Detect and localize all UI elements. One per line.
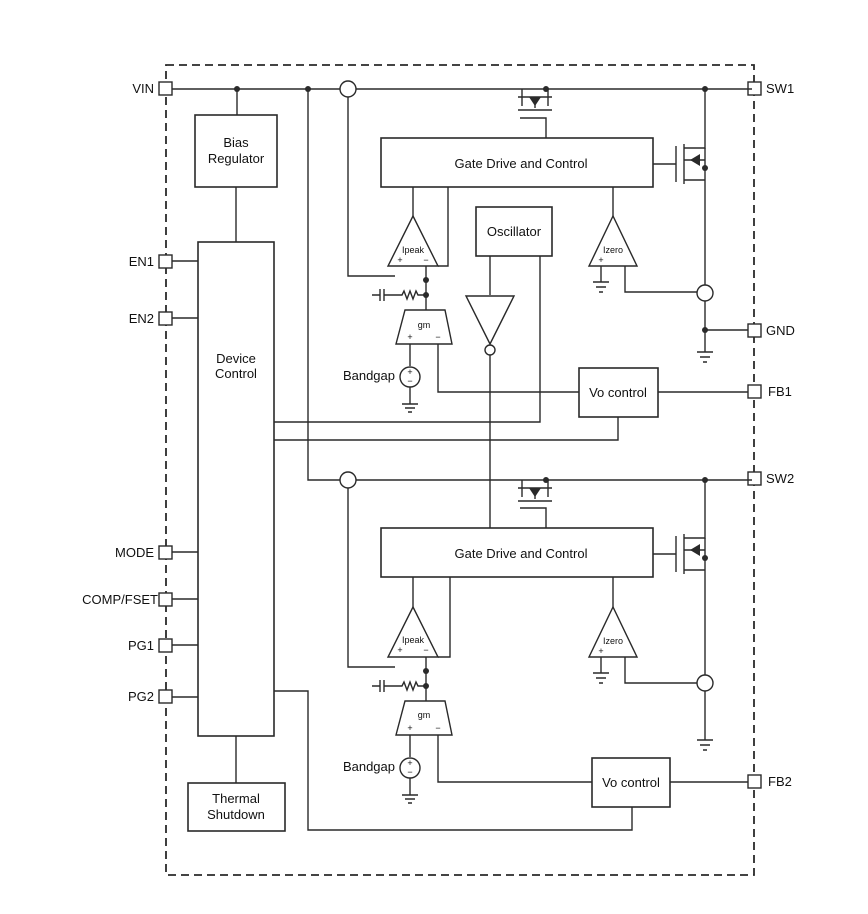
device-control-block: Device Control [197,241,275,737]
izero-label-1: Izero [603,245,623,255]
gate-drive-label-2: Gate Drive and Control [455,546,588,561]
channel-2: Gate Drive and Control Ipeak + − [274,471,748,831]
bandgap-label-2: Bandgap [343,759,395,774]
low-side-mosfet-2 [653,477,714,751]
pin-sw1-label: SW1 [766,81,794,96]
ipeak-plus-2: + [397,645,402,655]
pin-en1: EN1 [129,254,173,269]
pin-pg2: PG2 [128,689,173,704]
gm-plus-2: + [407,723,412,733]
ipeak-label-2: Ipeak [402,635,425,645]
thermal-shutdown-block: Thermal Shutdown [187,782,286,832]
pin-pg1: PG1 [128,638,173,653]
izero-label-2: Izero [603,636,623,646]
current-sense-2 [339,471,357,489]
high-side-mosfet-1 [518,86,552,138]
pin-en1-label: EN1 [129,254,154,269]
pin-gnd: GND [747,323,795,338]
left-wiring [172,86,752,783]
gate-drive-label-1: Gate Drive and Control [455,156,588,171]
pin-sw2-label: SW2 [766,471,794,486]
ipeak-minus-1: − [423,255,428,265]
package-outline [165,64,755,876]
device-control-line2: Control [215,366,257,381]
bandgap-label-1: Bandgap [343,368,395,383]
gm-minus-1: − [435,332,440,342]
bandgap-1: + − Bandgap [343,366,421,413]
vo-control-label-1: Vo control [589,385,647,400]
izero-plus-1: + [598,255,603,265]
pin-mode: MODE [115,545,173,560]
thermal-shutdown-line2: Shutdown [207,807,265,822]
izero-amplifier-2: Izero + [587,577,697,684]
gate-drive-block-1 [380,137,654,188]
low-side-mosfet-1 [653,86,748,363]
pin-fb1-label: FB1 [768,384,792,399]
gm-minus-2: − [435,723,440,733]
svg-text:+: + [407,367,412,377]
device-control-line1: Device [216,351,256,366]
pin-en2-label: EN2 [129,311,154,326]
pin-sw1: SW1 [747,81,794,96]
ipeak-minus-2: − [423,645,428,655]
ipeak-plus-1: + [397,255,402,265]
pin-fb2-label: FB2 [768,774,792,789]
pin-sw2: SW2 [747,471,794,486]
vo-control-label-2: Vo control [602,775,660,790]
pin-gnd-label: GND [766,323,795,338]
izero-plus-2: + [598,646,603,656]
pin-en2: EN2 [129,311,173,326]
gm-plus-1: + [407,332,412,342]
svg-text:−: − [407,767,412,777]
svg-text:−: − [407,376,412,386]
gm-label-1: gm [418,320,431,330]
svg-text:+: + [407,758,412,768]
pin-vin: VIN [132,81,173,96]
thermal-shutdown-line1: Thermal [212,791,260,806]
pin-fb1: FB1 [747,384,792,399]
vo-control-block-1: Vo control [274,367,748,441]
pin-fb2: FB2 [747,774,792,789]
pin-mode-label: MODE [115,545,154,560]
pin-pg2-label: PG2 [128,689,154,704]
gm-amplifier-2: gm + − [395,686,592,783]
gate-drive-block-2 [380,527,654,578]
bias-regulator-block: Bias Regulator [194,114,278,188]
izero-amplifier-1: Izero + [587,187,697,293]
ipeak-amplifier-2: Ipeak + − [372,577,451,692]
gm-label-2: gm [418,710,431,720]
pin-comp-fset: COMP/FSET [82,592,173,607]
gm-amplifier-1: gm + − [395,295,579,393]
bias-regulator-line2: Regulator [208,151,265,166]
vo-control-block-2: Vo control [274,690,748,831]
ipeak-amplifier-1: Ipeak + − [372,187,449,301]
oscillator-block: Oscillator [274,206,553,423]
pin-pg1-label: PG1 [128,638,154,653]
ipeak-label-1: Ipeak [402,245,425,255]
bias-regulator-line1: Bias [223,135,249,150]
bandgap-2: + − Bandgap [343,757,421,804]
inverter-buffer [464,295,516,528]
pin-comp-fset-label: COMP/FSET [82,592,158,607]
oscillator-label: Oscillator [487,224,542,239]
pin-vin-label: VIN [132,81,154,96]
channel-1: Gate Drive and Control Ipeak + − [274,80,748,528]
current-sense-1 [339,80,357,98]
high-side-mosfet-2 [518,477,552,528]
